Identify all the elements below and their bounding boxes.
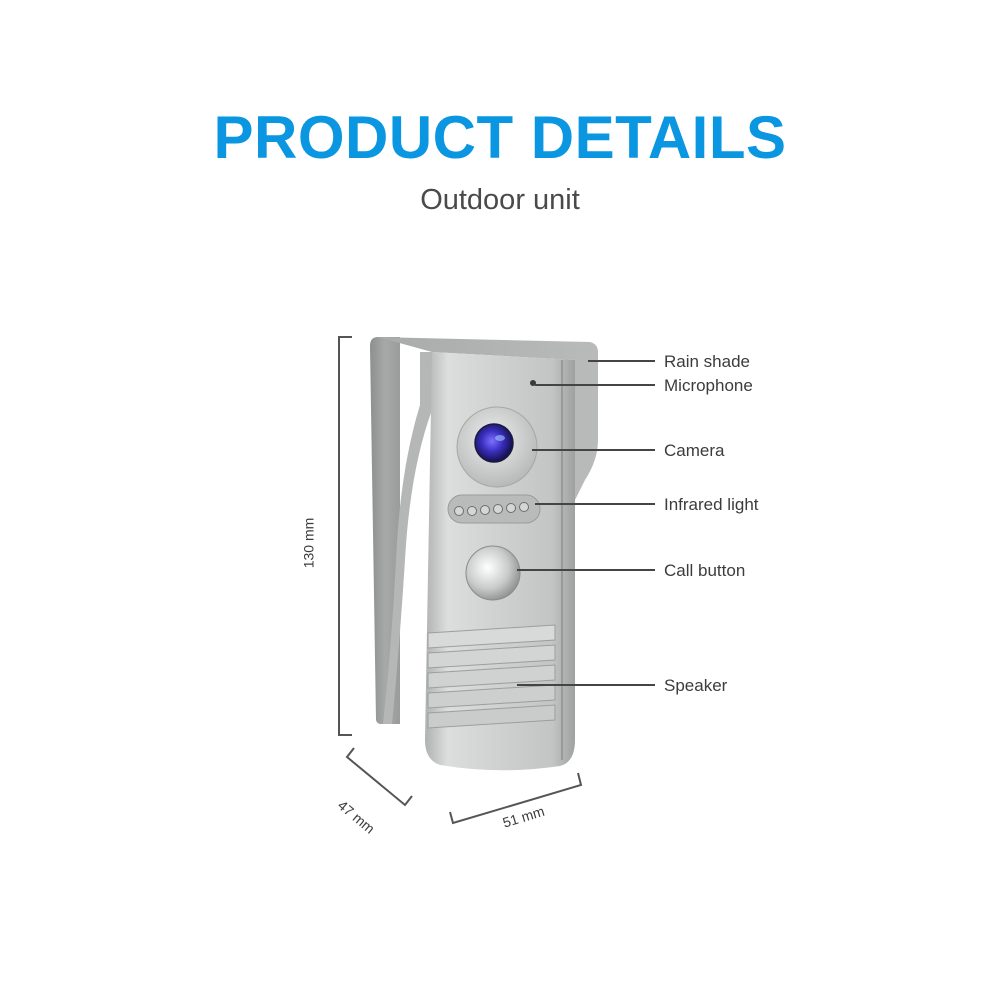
- depth-dimension-bracket: [345, 747, 413, 807]
- height-dimension-label: 130 mm: [300, 517, 317, 569]
- microphone-hole: [530, 380, 536, 386]
- callout-camera: Camera: [664, 441, 725, 460]
- infrared-leds: [454, 502, 529, 516]
- camera-lens: [474, 423, 514, 463]
- call-button: [465, 545, 521, 601]
- width-dimension-bracket: [449, 772, 583, 825]
- callout-microphone: Microphone: [664, 376, 753, 395]
- callout-infrared-light: Infrared light: [664, 495, 759, 514]
- leader-lines: [517, 360, 655, 686]
- page-title: PRODUCT DETAILS: [213, 104, 787, 171]
- callout-call-button: Call button: [664, 561, 746, 580]
- callout-rain-shade: Rain shade: [664, 352, 751, 371]
- callout-speaker: Speaker: [664, 676, 728, 695]
- speaker-grille: [427, 624, 556, 729]
- rain-shade: [378, 337, 598, 500]
- page-subtitle: Outdoor unit: [420, 184, 580, 216]
- height-dimension-bracket: [338, 336, 352, 736]
